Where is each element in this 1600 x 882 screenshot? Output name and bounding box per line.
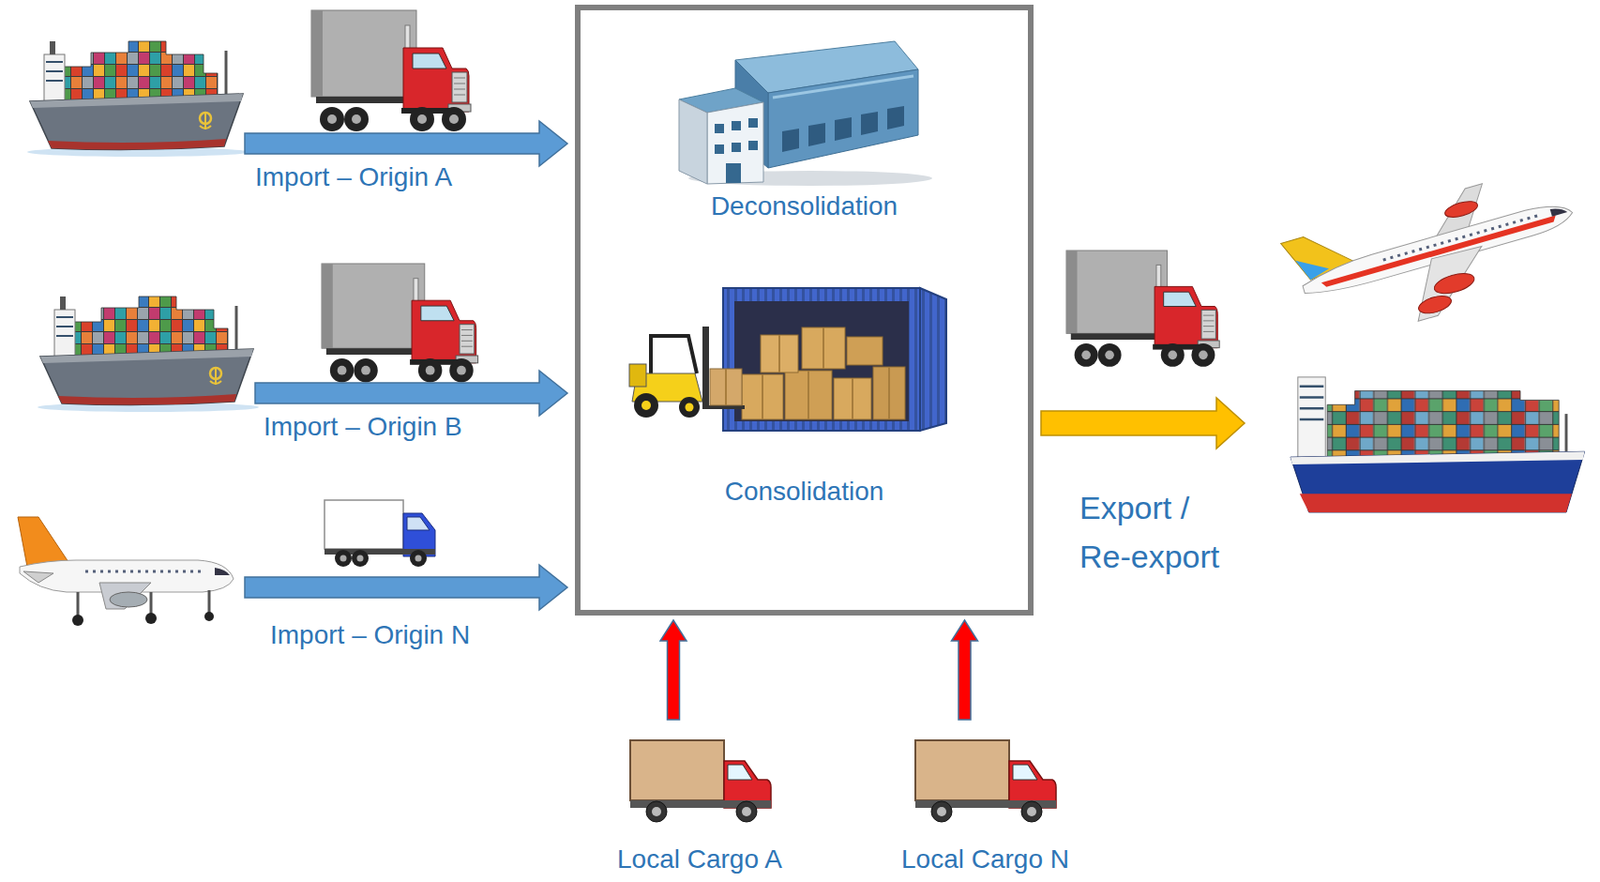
- flow-arrow: [1041, 397, 1245, 449]
- local-cargo-group: Local Cargo A: [605, 719, 794, 875]
- hub-box: DeconsolidationConsolidation: [574, 4, 1034, 616]
- local-truck: [915, 739, 1057, 822]
- local-cargo-label: Local Cargo A: [617, 844, 783, 875]
- export-group: Export / Re-export: [1066, 403, 1245, 581]
- import-group: Import – Origin N: [244, 567, 479, 651]
- import-group: Import – Origin B: [255, 373, 470, 443]
- semi-truck: [321, 263, 479, 382]
- flow-arrow: [951, 619, 979, 720]
- import-label: Import – Origin N: [270, 618, 470, 651]
- container-ship: [37, 296, 259, 412]
- airplane: [1280, 162, 1590, 352]
- forklift: [629, 326, 745, 418]
- local-cargo-label: Local Cargo N: [901, 844, 1070, 875]
- process-label: Consolidation: [580, 475, 1028, 508]
- flow-arrow: [244, 564, 568, 610]
- import-label: Import – Origin B: [263, 410, 463, 443]
- semi-truck: [311, 10, 471, 132]
- local-cargo-group: Local Cargo N: [890, 719, 1081, 875]
- flow-arrow: [255, 370, 568, 416]
- airplane: [17, 516, 234, 626]
- import-label: Import – Origin A: [255, 161, 453, 194]
- semi-truck: [1066, 250, 1220, 367]
- local-truck: [630, 739, 771, 822]
- flow-arrow: [660, 619, 687, 720]
- process-label: Deconsolidation: [580, 190, 1028, 223]
- import-group: Import – Origin A: [244, 123, 461, 194]
- flow-arrow: [244, 120, 568, 167]
- container-ship: [27, 41, 249, 157]
- export-label: Export / Re-export: [1079, 483, 1235, 581]
- shipping-container: [723, 287, 947, 431]
- warehouse: [679, 41, 933, 186]
- delivery-truck: [324, 499, 436, 567]
- container-ship: [1290, 377, 1585, 513]
